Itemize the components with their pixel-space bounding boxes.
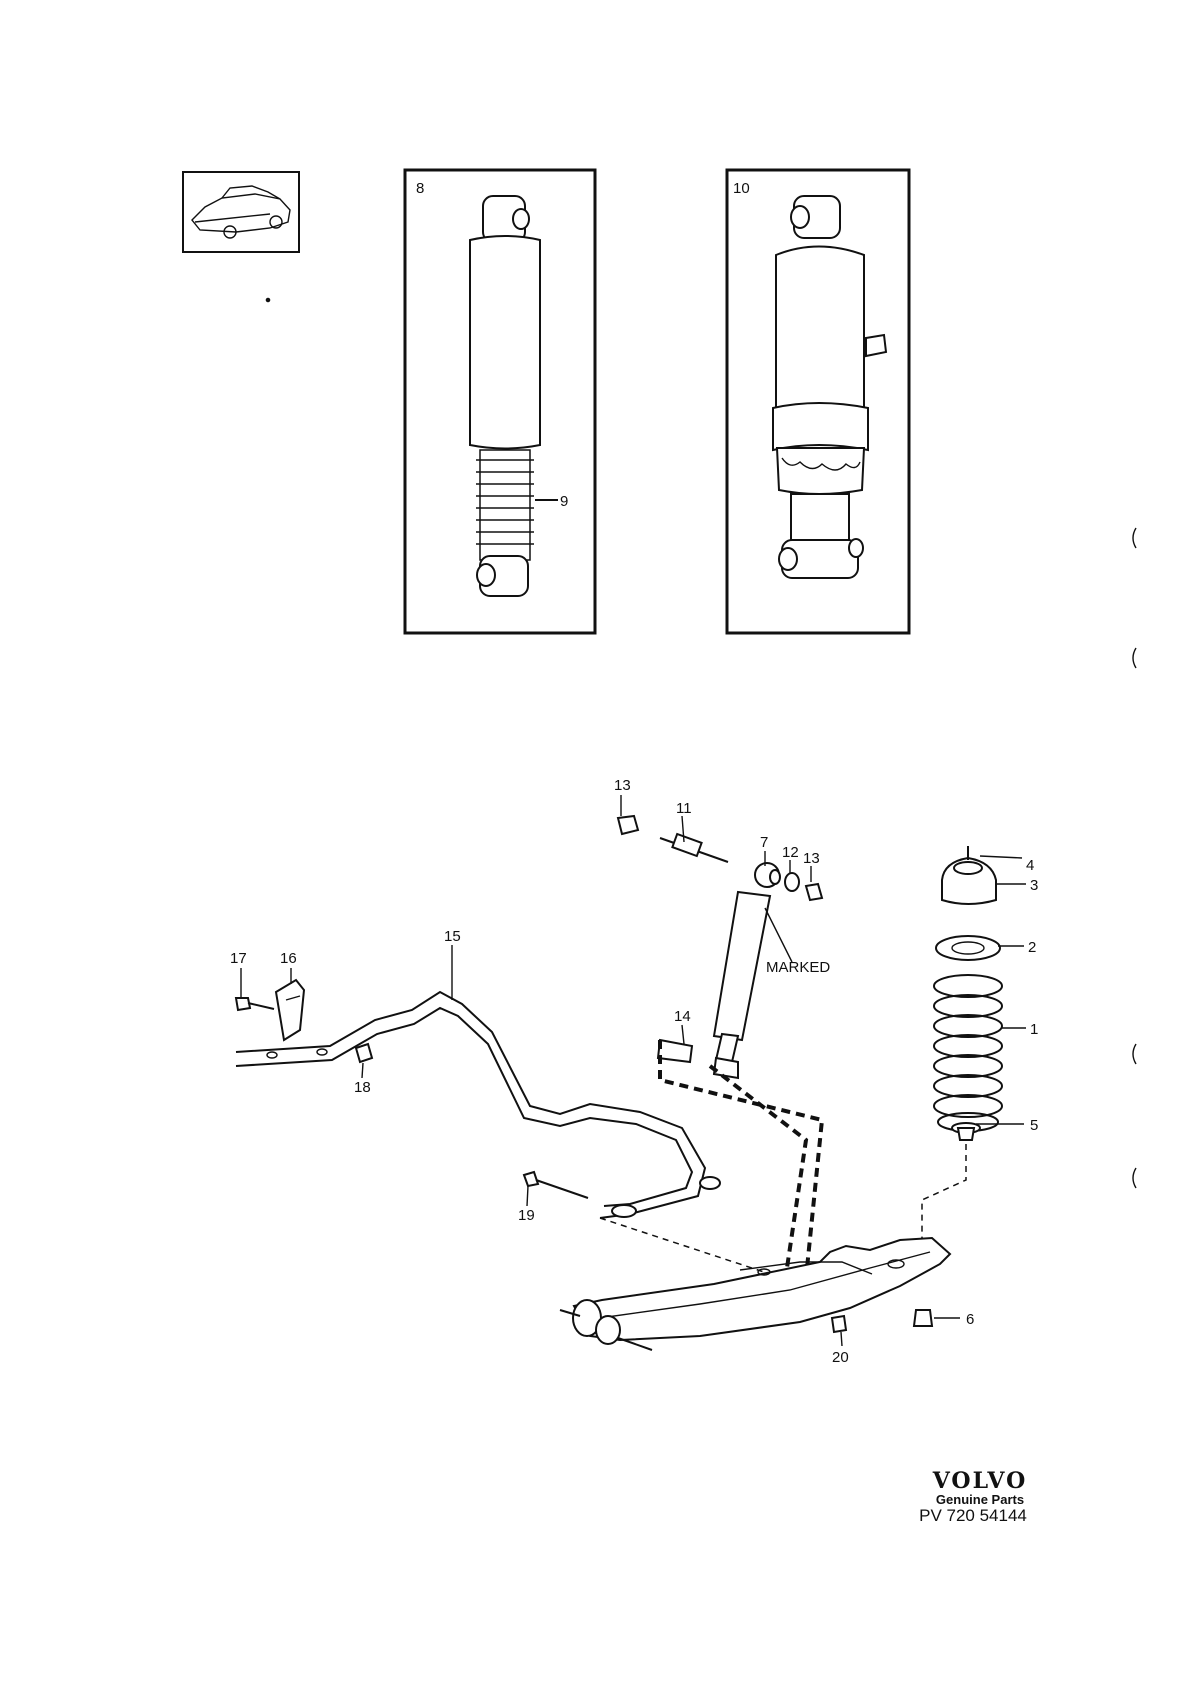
brand-block: VOLVO Genuine Parts PV 720 54144	[919, 1468, 1040, 1526]
frame-number-10: 10	[733, 180, 750, 197]
brand-subtitle: Genuine Parts	[935, 1492, 1025, 1507]
callout-3: 3	[1030, 877, 1038, 894]
marked-label: MARKED	[766, 959, 830, 976]
levelling-shock-frame: 10	[725, 168, 911, 635]
callout-12: 12	[782, 844, 799, 861]
callout-14: 14	[674, 1008, 691, 1025]
car-thumbnail-icon	[182, 171, 300, 253]
callout-1: 1	[1030, 1021, 1038, 1038]
callout-17: 17	[230, 950, 247, 967]
coil-spring-assembly	[912, 846, 1003, 1327]
callout-20: 20	[832, 1349, 849, 1366]
callout-13a: 13	[614, 777, 631, 794]
callout-6: 6	[966, 1311, 974, 1328]
anti-roll-bar	[234, 978, 721, 1219]
trailing-arm	[559, 1217, 952, 1351]
frame-number-8: 8	[416, 180, 424, 197]
callout-15: 15	[444, 928, 461, 945]
callouts: 13 11 7 12 13 MARKED 14 15 16 17 18 19 2…	[230, 777, 1038, 1366]
callout-4: 4	[1026, 857, 1034, 874]
callout-18: 18	[354, 1079, 371, 1096]
callout-9: 9	[560, 493, 568, 510]
scan-marks	[265, 297, 1137, 1189]
callout-13b: 13	[803, 850, 820, 867]
brand-logo: VOLVO	[932, 1468, 1028, 1494]
callout-16: 16	[280, 950, 297, 967]
callout-5: 5	[1030, 1117, 1038, 1134]
callout-19: 19	[518, 1207, 535, 1224]
leader-lines	[240, 795, 1026, 1347]
callout-7: 7	[760, 834, 768, 851]
part-code: PV 720 54144	[919, 1506, 1027, 1525]
rear-shock-and-link	[616, 814, 825, 1289]
callout-2: 2	[1028, 939, 1036, 956]
callout-11: 11	[676, 800, 692, 817]
shock-absorber-frame: 8 9	[403, 168, 597, 635]
